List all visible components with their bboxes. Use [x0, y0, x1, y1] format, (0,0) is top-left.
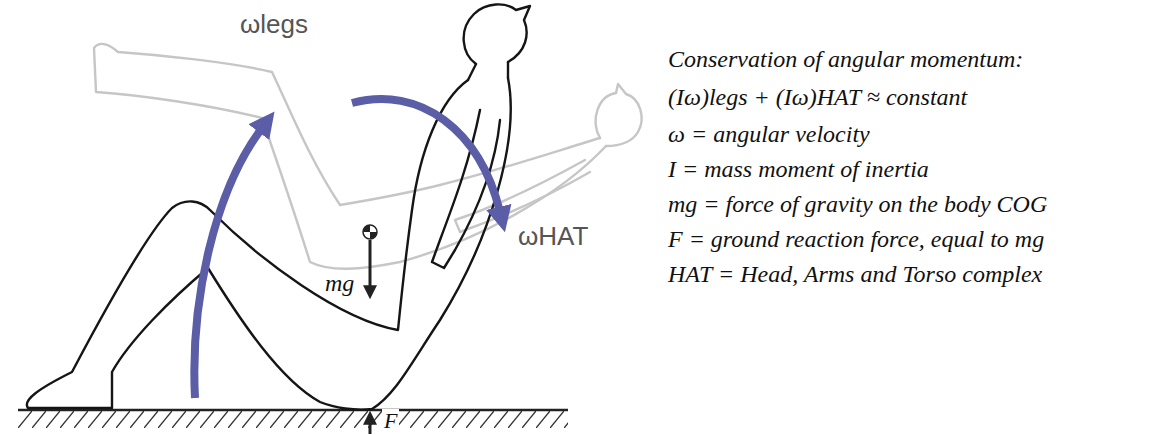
definition: HAT = Head, Arms and Torso complex [668, 261, 1042, 287]
gravity-label: mg [325, 270, 354, 296]
force-label: F [382, 409, 399, 433]
cog-circle [363, 225, 377, 239]
cog-symbol [363, 225, 377, 239]
definition: ω = angular velocity [668, 121, 870, 147]
figure-body [27, 78, 511, 410]
figure-body [94, 44, 606, 269]
angular-velocity-label: ωHAT [518, 222, 588, 251]
angular-velocity-label: ωlegs [240, 10, 308, 39]
definition: F = ground reaction force, equal to mg [668, 226, 1044, 252]
hat-rotation-arrow [352, 99, 500, 212]
legend-heading: Conservation of angular momentum: [668, 46, 1023, 72]
legs-rotation-arrow [194, 128, 262, 398]
cog-quadrant [370, 232, 377, 239]
gravity-arrow [369, 240, 372, 288]
sitting-figure [27, 4, 530, 409]
definition: mg = force of gravity on the body COG [668, 191, 1047, 217]
ground-hatching [18, 411, 568, 428]
reaction-force-arrow [369, 422, 372, 434]
figure-head [464, 4, 530, 64]
figure-head [596, 84, 642, 146]
cog-quadrant [363, 225, 370, 232]
lying-figure [94, 44, 642, 269]
definition: I = mass moment of inertia [668, 156, 929, 182]
equation: (Iω)legs + (Iω)HAT ≈ constant [668, 84, 967, 110]
figure-neck [468, 62, 508, 80]
